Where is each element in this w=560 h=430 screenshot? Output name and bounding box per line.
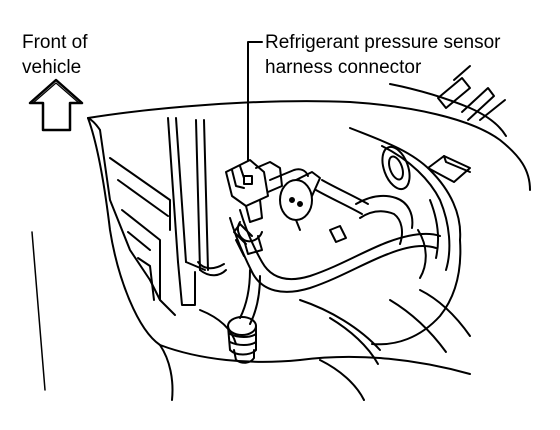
side-fittings — [233, 223, 253, 257]
refrigerant-pipes — [229, 179, 441, 325]
sensor-connector-label: Refrigerant pressure sensor harness conn… — [265, 30, 501, 80]
connector-label-line-1: Refrigerant pressure sensor — [265, 32, 501, 53]
cowl-outline — [87, 100, 531, 375]
lower-fitting — [227, 316, 257, 364]
connector-label-line-2: harness connector — [265, 57, 422, 78]
leader-line — [247, 41, 263, 161]
front-label-line-1: Front of — [22, 32, 88, 53]
hood-hinge — [389, 65, 507, 137]
pipe-union — [279, 171, 321, 231]
strut-brace — [167, 117, 227, 306]
front-of-vehicle-label: Front of vehicle — [22, 30, 87, 80]
front-label-line-2: vehicle — [22, 57, 82, 78]
lower-contours — [159, 289, 471, 401]
fender-lines — [31, 129, 176, 391]
up-arrow-icon — [28, 78, 84, 132]
strut-tower — [349, 127, 462, 346]
bracket-tab — [427, 155, 471, 183]
